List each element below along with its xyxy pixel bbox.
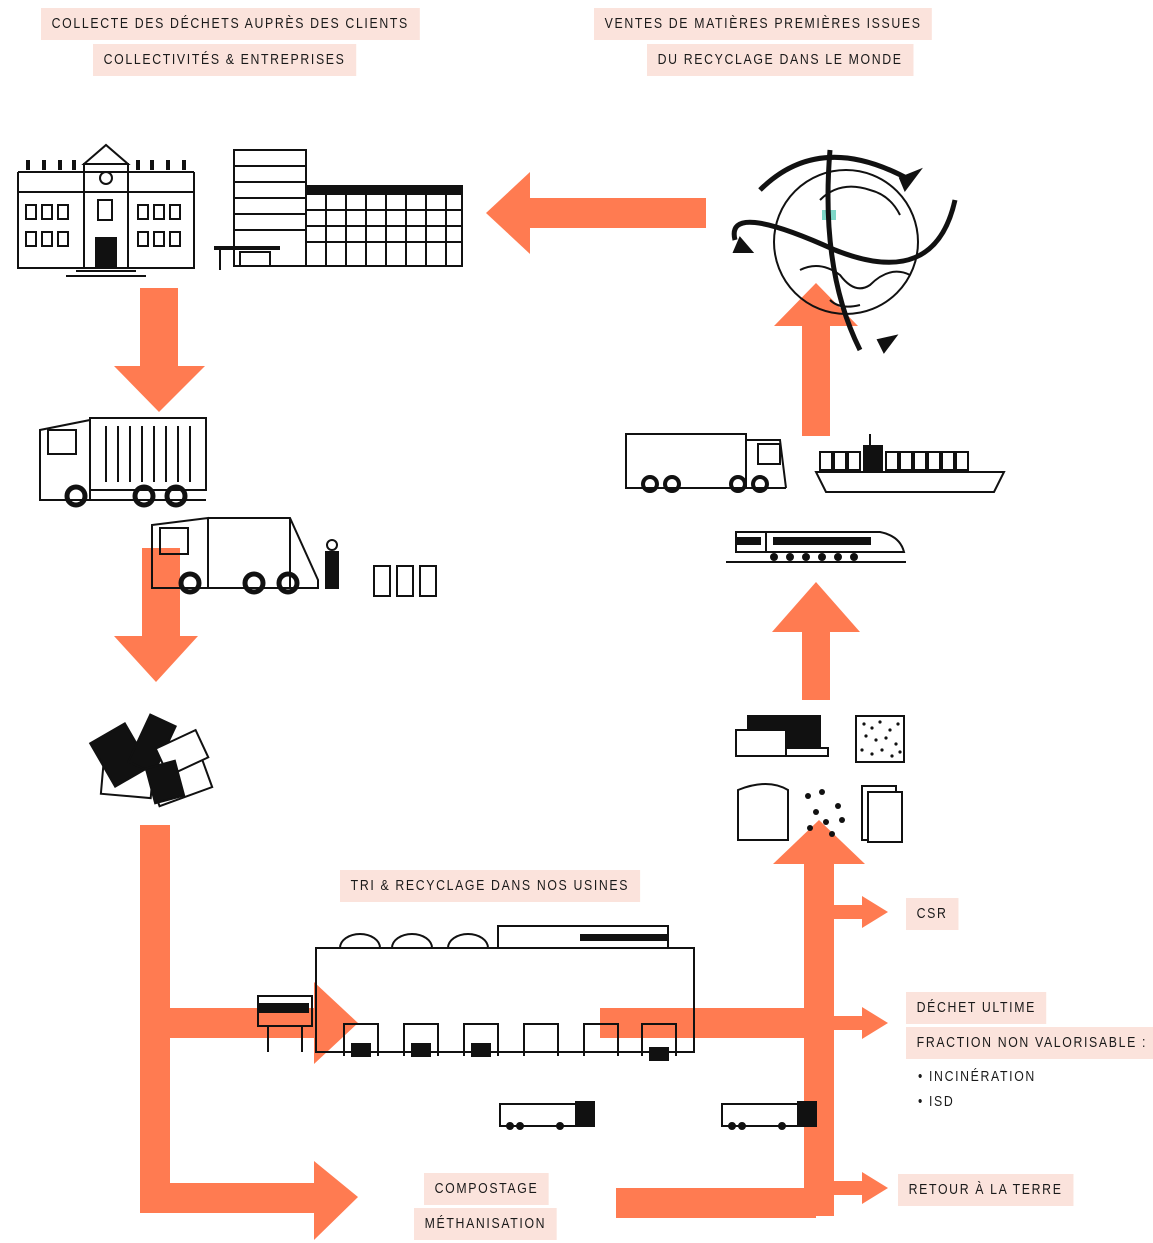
arrow-up-1 bbox=[772, 582, 860, 700]
arrow-down-1 bbox=[114, 288, 205, 412]
arrow-down-2 bbox=[114, 548, 198, 682]
label-csr: CSR bbox=[906, 898, 959, 930]
transport-truck-icon bbox=[625, 433, 787, 493]
flow-arrows bbox=[114, 172, 888, 1240]
label-retour: RETOUR À LA TERRE bbox=[898, 1174, 1074, 1206]
label-ventes-line2: DU RECYCLAGE DANS LE MONDE bbox=[647, 44, 914, 76]
label-tri: TRI & RECYCLAGE DANS NOS USINES bbox=[340, 870, 640, 902]
small-truck-icon bbox=[499, 1101, 817, 1130]
label-dechet-ultime: DÉCHET ULTIME bbox=[906, 992, 1047, 1024]
train-icon bbox=[726, 531, 906, 563]
label-collecte-line2: COLLECTIVITÉS & ENTREPRISES bbox=[93, 44, 357, 76]
arrow-up-2 bbox=[774, 283, 858, 436]
container-truck-icon bbox=[39, 417, 207, 508]
label-incineration: • INCINÉRATION bbox=[918, 1068, 1036, 1085]
materials-icon bbox=[735, 715, 905, 843]
label-ventes-line1: VENTES DE MATIÈRES PREMIÈRES ISSUES bbox=[594, 8, 933, 40]
town-hall-icon bbox=[17, 143, 195, 277]
cargo-ship-icon bbox=[814, 434, 1006, 493]
globe-icon bbox=[731, 149, 958, 354]
label-methanisation: MÉTHANISATION bbox=[414, 1208, 557, 1240]
office-building-icon bbox=[214, 149, 463, 270]
arrow-main-right bbox=[773, 820, 865, 1216]
waste-pile-icon bbox=[88, 713, 214, 808]
label-isd: • ISD bbox=[918, 1093, 955, 1110]
label-collecte-line1: COLLECTE DES DÉCHETS AUPRÈS DES CLIENTS bbox=[41, 8, 420, 40]
label-fraction: FRACTION NON VALORISABLE : bbox=[906, 1027, 1153, 1059]
label-compostage: COMPOSTAGE bbox=[424, 1173, 549, 1205]
arrow-left-top bbox=[486, 172, 706, 254]
arrow-factory-exit bbox=[600, 1008, 808, 1038]
factory-icon bbox=[257, 925, 695, 1061]
garbage-truck-icon bbox=[151, 516, 437, 597]
